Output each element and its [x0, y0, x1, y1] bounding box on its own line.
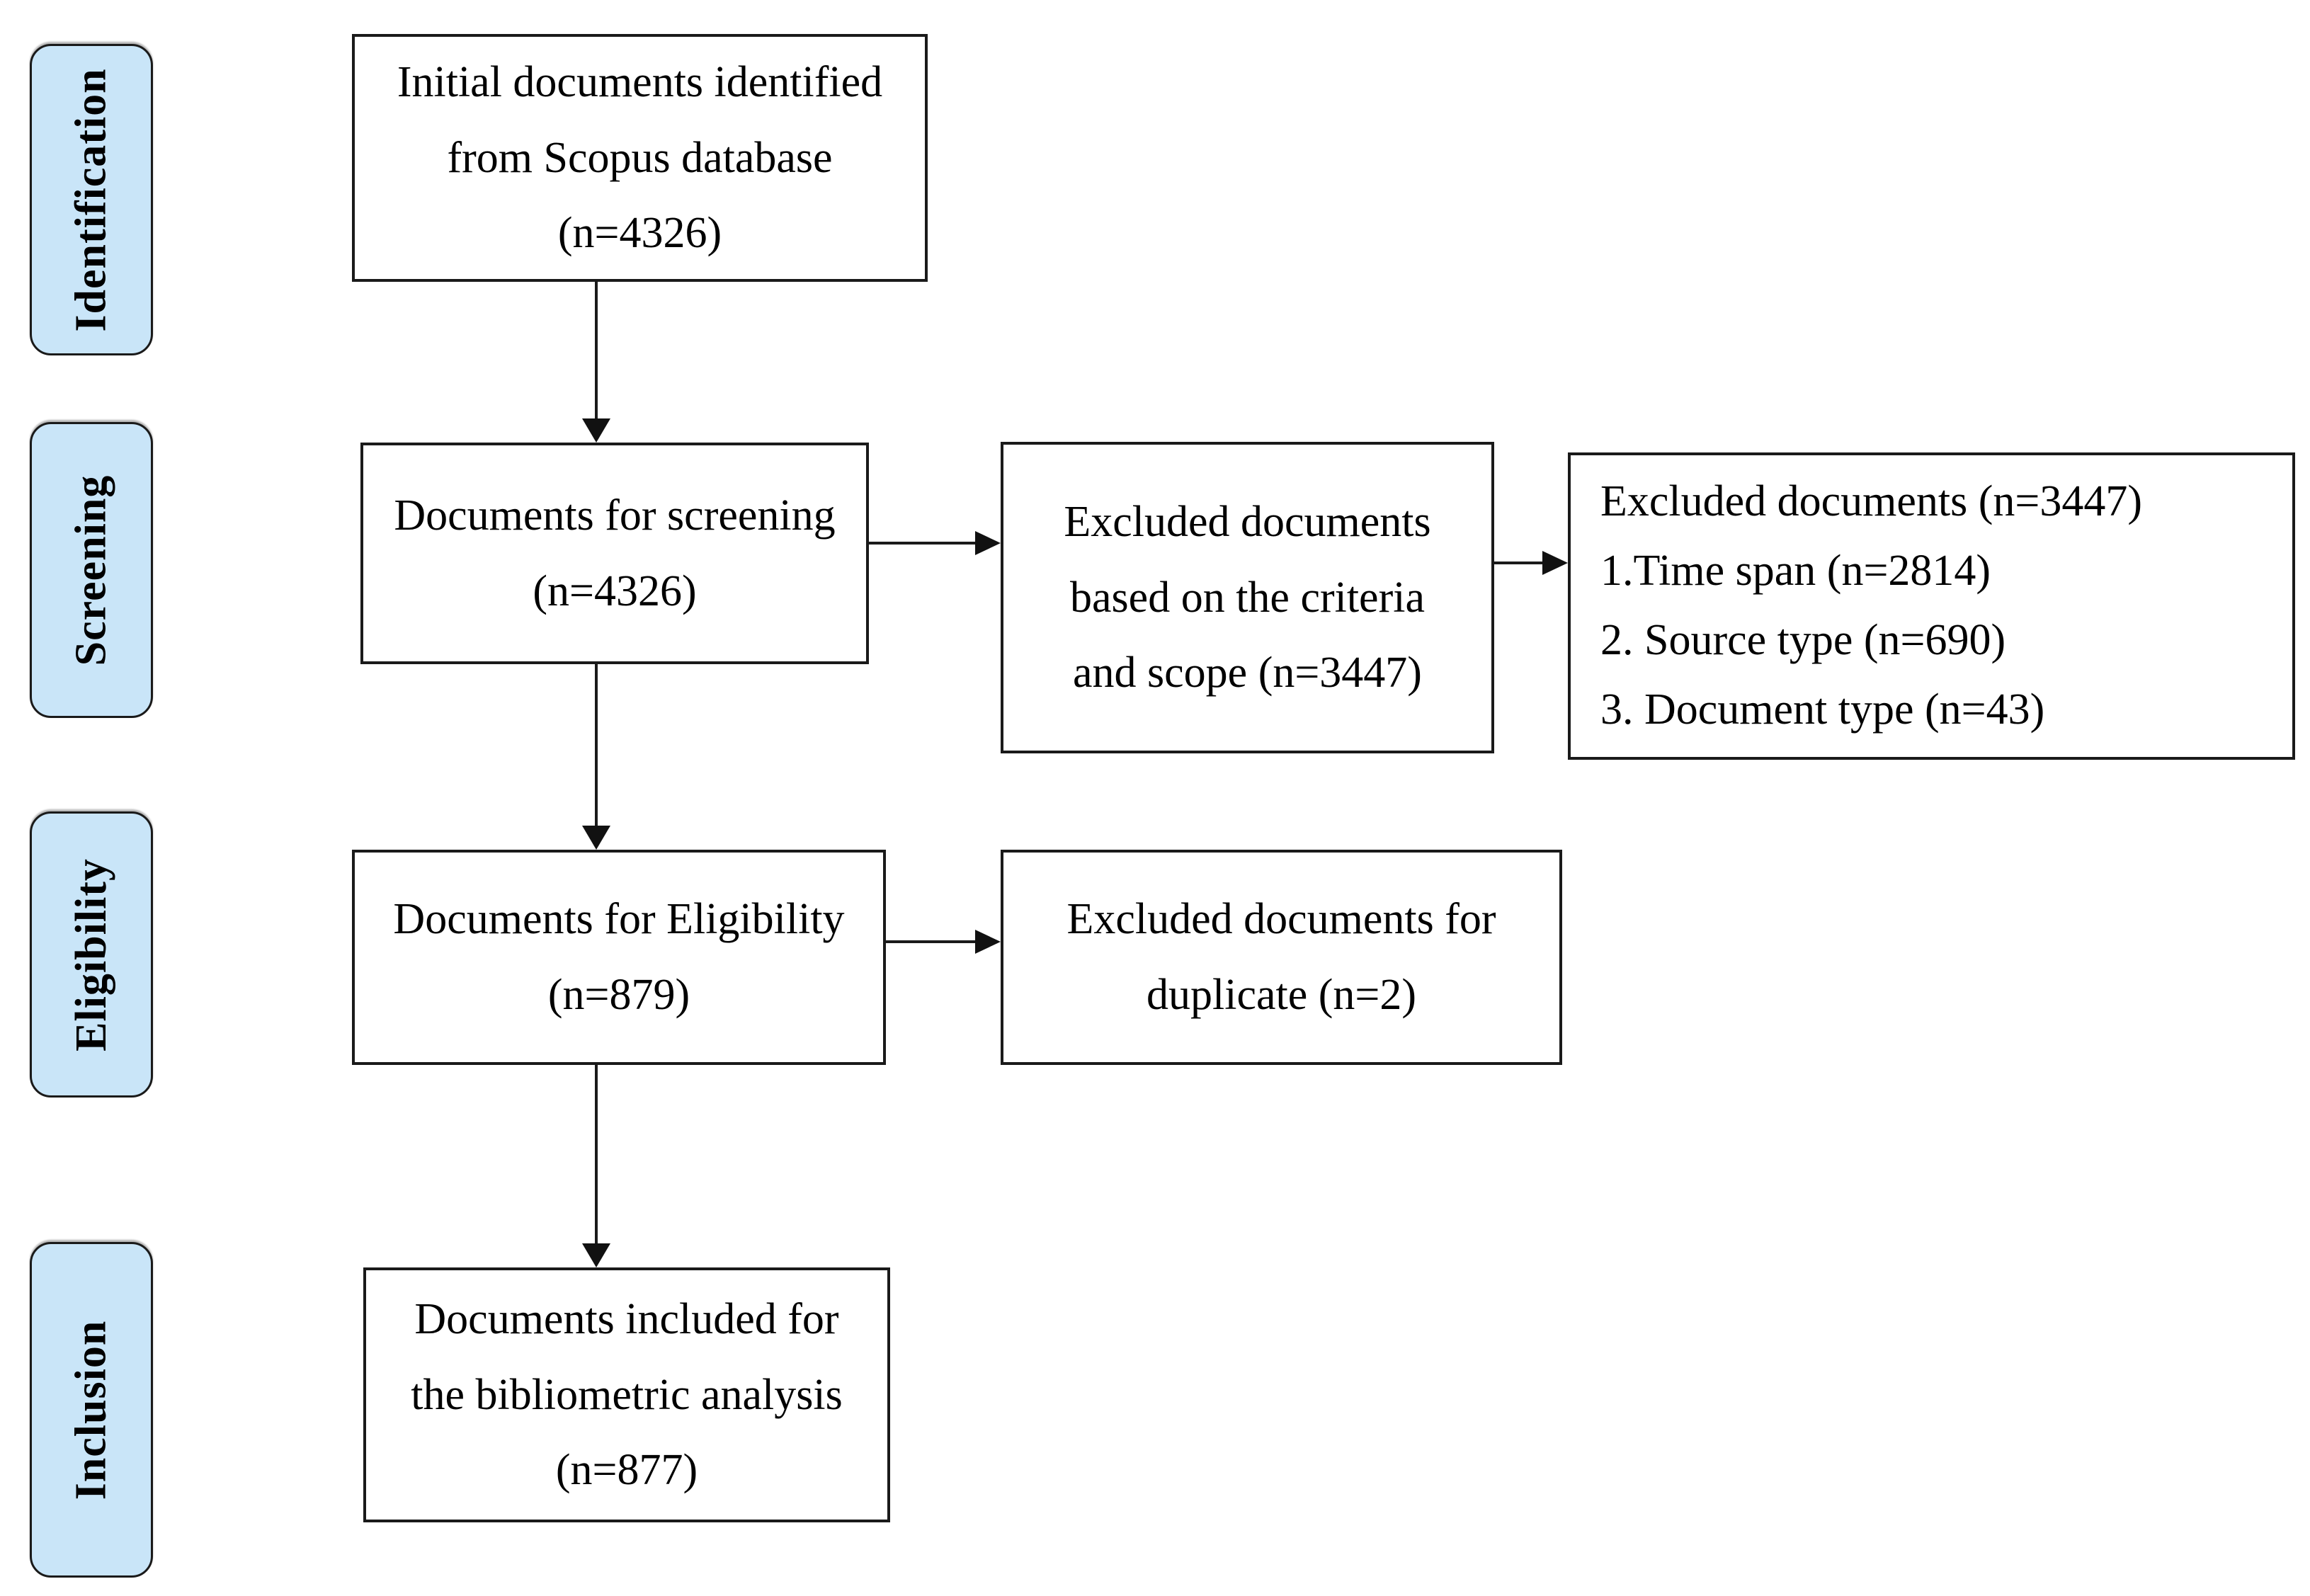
- stage-label-screening-text: Screening: [67, 474, 115, 666]
- excluded-breakdown-item-timespan: 1.Time span (n=2814): [1600, 547, 1991, 595]
- box-documents-for-eligibility: Documents for Eligibility (n=879): [352, 850, 886, 1065]
- stage-label-eligibility-text: Eligibility: [67, 857, 115, 1051]
- arrow-head-down-icon: [582, 826, 610, 850]
- arrow-head-down-icon: [582, 1243, 610, 1267]
- arrow-head-down-icon: [582, 418, 610, 443]
- arrow-shaft: [595, 1065, 598, 1243]
- excluded-breakdown-item-sourcetype: 2. Source type (n=690): [1600, 616, 2006, 664]
- box-initial-documents: Initial documents identified from Scopus…: [352, 34, 928, 282]
- stage-label-identification-text: Identification: [67, 67, 115, 332]
- arrow-down-eligibility-to-inclusion-icon: [582, 1065, 610, 1267]
- arrow-shaft: [595, 281, 598, 418]
- arrow-shaft: [595, 664, 598, 826]
- stage-label-inclusion-text: Inclusion: [67, 1320, 115, 1500]
- box-excluded-criteria-scope: Excluded documents based on the criteria…: [1001, 442, 1494, 753]
- box-excluded-duplicates-text: Excluded documents for duplicate (n=2): [1066, 895, 1496, 1019]
- box-documents-for-eligibility-text: Documents for Eligibility (n=879): [393, 895, 845, 1019]
- stage-label-screening: Screening: [30, 422, 153, 718]
- box-documents-included-text: Documents included for the bibliometric …: [411, 1295, 843, 1495]
- stage-label-identification: Identification: [30, 44, 153, 355]
- box-excluded-criteria-scope-text: Excluded documents based on the criteria…: [1064, 498, 1431, 697]
- arrow-head-right-icon: [975, 531, 1001, 555]
- arrow-head-right-icon: [975, 930, 1001, 954]
- arrow-right-screening-to-excluded-icon: [869, 530, 1001, 556]
- arrow-right-excluded-to-breakdown-icon: [1494, 550, 1568, 576]
- box-documents-for-screening-text: Documents for screening (n=4326): [394, 491, 836, 615]
- stage-label-inclusion: Inclusion: [30, 1242, 153, 1578]
- excluded-breakdown-title: Excluded documents (n=3447): [1600, 477, 2143, 526]
- box-documents-included: Documents included for the bibliometric …: [363, 1267, 890, 1522]
- arrow-shaft: [1494, 562, 1542, 564]
- arrow-down-initial-to-screening-icon: [582, 281, 610, 443]
- box-excluded-breakdown: Excluded documents (n=3447) 1.Time span …: [1568, 452, 2295, 760]
- arrow-down-screening-to-eligibility-icon: [582, 664, 610, 850]
- stage-label-eligibility: Eligibility: [30, 811, 153, 1098]
- arrow-shaft: [869, 542, 975, 545]
- arrow-head-right-icon: [1542, 551, 1568, 575]
- box-documents-for-screening: Documents for screening (n=4326): [360, 443, 869, 664]
- excluded-breakdown-item-doctype: 3. Document type (n=43): [1600, 685, 2045, 734]
- arrow-shaft: [886, 940, 975, 943]
- box-initial-documents-text: Initial documents identified from Scopus…: [397, 58, 883, 258]
- box-excluded-duplicates: Excluded documents for duplicate (n=2): [1001, 850, 1562, 1065]
- arrow-right-eligibility-to-duplicates-icon: [886, 929, 1001, 954]
